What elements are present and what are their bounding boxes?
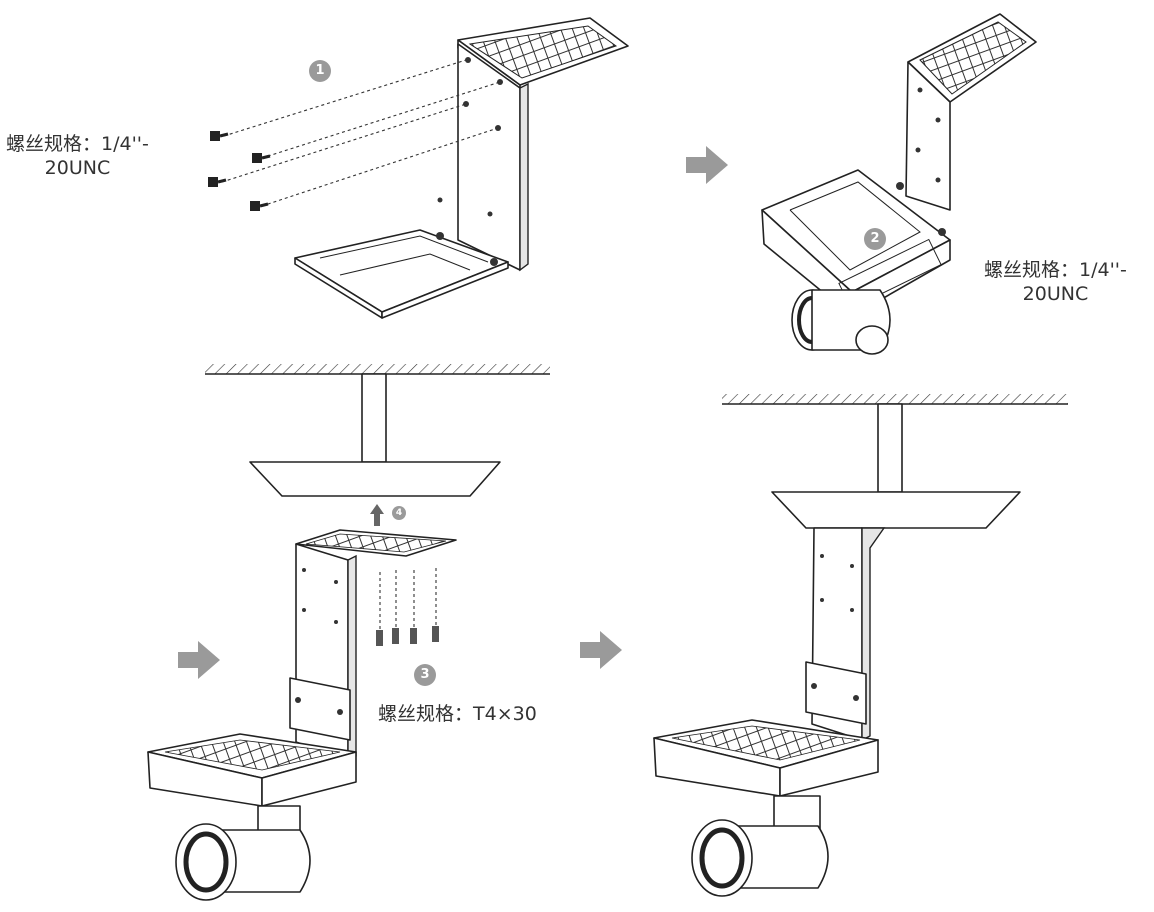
step-badge-1: 1 <box>309 60 331 82</box>
step-badge-2: 2 <box>864 228 886 250</box>
arrow-right-icon <box>686 146 728 184</box>
screw-spec-label: 螺丝规格：1/4''- 20UNC <box>6 133 149 179</box>
screw-icon <box>208 131 271 211</box>
panel-2-bracket-on-camera <box>761 13 1037 355</box>
panel-4-installed <box>653 394 1068 897</box>
screw-icon <box>376 568 439 646</box>
arrow-right-icon <box>580 631 622 669</box>
screw-spec-label: 螺丝规格：1/4''- 20UNC <box>984 259 1127 305</box>
panel-3-ceiling-mount <box>147 364 550 901</box>
step-badge-4: 4 <box>392 506 406 520</box>
screw-spec-label: 螺丝规格：T4×30 <box>378 703 537 725</box>
panel-1-bracket-assembly <box>208 17 629 319</box>
step-badge-3: 3 <box>414 664 436 686</box>
arrow-right-icon <box>178 641 220 679</box>
